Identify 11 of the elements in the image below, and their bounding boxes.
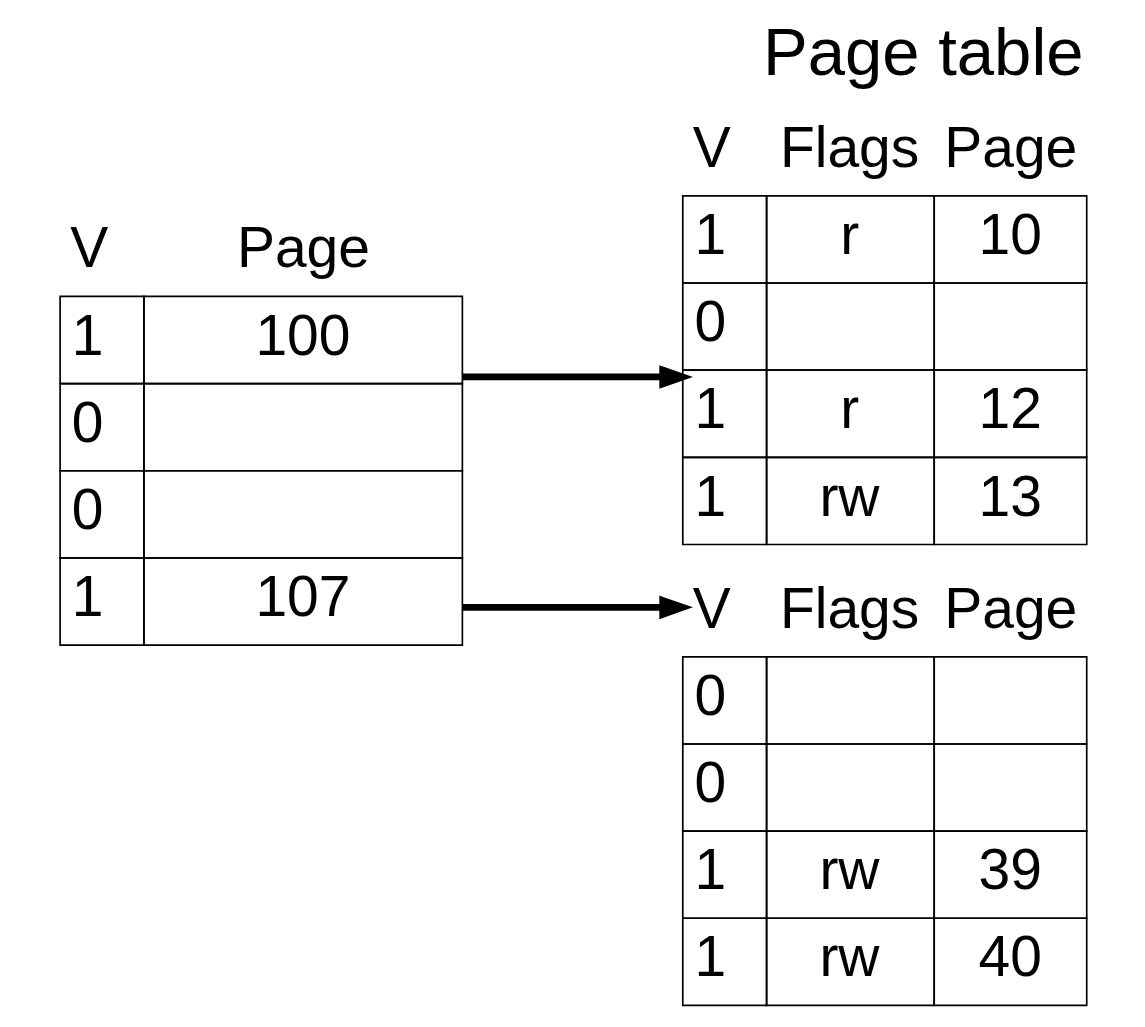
node-label: V [692,575,731,640]
node-label: Page [943,114,1077,179]
arrow [461,595,693,620]
diagram-title: Page table [762,14,1084,90]
node-label: Flags [779,575,919,640]
node-label: Page [236,215,370,280]
arrow [461,365,693,389]
node-label: Flags [779,114,919,179]
node-label: Page [943,575,1077,640]
node-label: V [692,114,731,179]
node-label: V [69,215,108,280]
